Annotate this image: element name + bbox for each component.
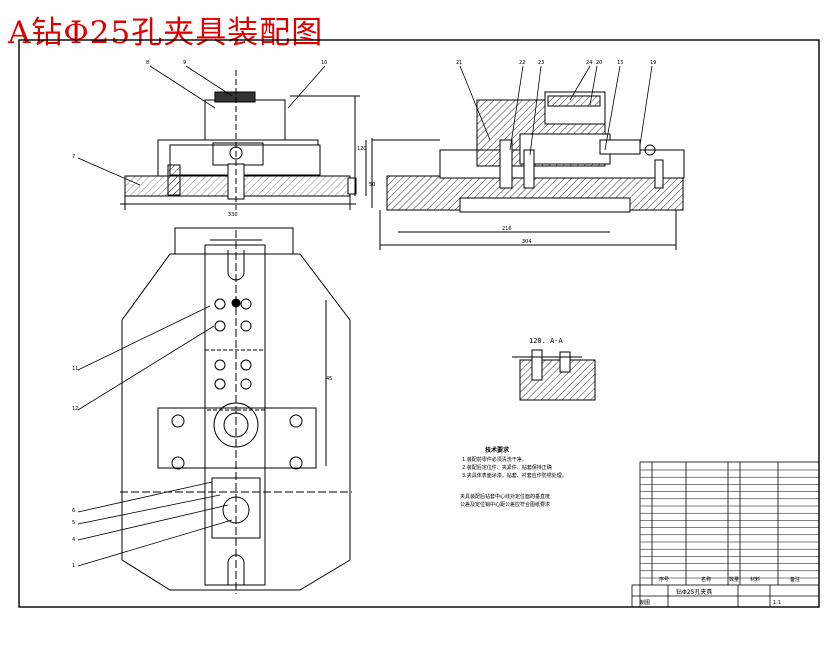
side-note-1: 夹具装配后钻套中心线对定位面的垂直度	[460, 493, 550, 500]
notes-line-1: 1.装配前零件必须清洗干净，	[462, 456, 527, 463]
drawing-frame	[18, 39, 820, 608]
dimension-texts: 330 120 216 304 50 45	[228, 146, 532, 382]
callout-numbers: 8 9 10 7 11 12 6 5 4 1 21 22 23 24 20 13…	[72, 60, 656, 569]
callout-5: 5	[72, 520, 75, 526]
designer: 制图	[640, 599, 650, 606]
callout-23: 23	[538, 60, 544, 66]
col-material: 材料	[750, 576, 760, 583]
callout-24: 24	[586, 60, 592, 66]
notes-heading: 技术要求	[485, 446, 510, 454]
section-a-a	[512, 349, 596, 401]
callout-1: 1	[72, 563, 75, 569]
parts-list	[639, 461, 820, 608]
dim-120: 120	[357, 146, 367, 152]
col-seq: 序号	[659, 576, 669, 583]
col-note: 备注	[790, 576, 800, 583]
callout-12: 12	[72, 406, 78, 412]
callout-9: 9	[183, 60, 186, 66]
callout-20: 20	[596, 60, 602, 66]
parts-list-rows	[640, 469, 819, 579]
callout-19: 19	[650, 60, 656, 66]
dim-45: 45	[326, 376, 332, 382]
notes-line-2: 2.装配后定位件、夹紧件、钻套保持正确	[462, 464, 552, 471]
callout-4: 4	[72, 537, 75, 543]
side-view	[371, 91, 685, 250]
callout-8: 8	[146, 60, 149, 66]
callout-21: 21	[456, 60, 462, 66]
callout-6: 6	[72, 508, 75, 514]
dim-330: 330	[228, 212, 238, 218]
section-label: 120. A-A	[529, 337, 564, 345]
part-name: 钻Φ25孔夹具	[676, 588, 712, 596]
scale: 1:1	[773, 600, 781, 606]
col-qty: 数量	[729, 576, 739, 583]
dim-216: 216	[502, 226, 512, 232]
dim-50: 50	[369, 182, 375, 188]
top-view	[120, 227, 352, 594]
dim-304: 304	[522, 239, 532, 245]
notes-line-3: 3.夹具体表面涂漆，钻套、衬套应作防锈处理。	[462, 472, 567, 479]
drawing-title: A钻Φ25孔夹具装配图	[8, 15, 324, 51]
callout-10: 10	[321, 60, 327, 66]
side-note-2: 公差及定位销中心距公差应符合图纸要求	[460, 501, 550, 508]
col-name: 名称	[701, 576, 711, 583]
callout-7: 7	[72, 154, 75, 160]
title-block	[631, 584, 820, 608]
front-view	[120, 70, 367, 210]
callout-22: 22	[519, 60, 525, 66]
callout-13: 13	[617, 60, 623, 66]
callout-11: 11	[72, 366, 78, 372]
callout-leaders	[77, 65, 653, 567]
